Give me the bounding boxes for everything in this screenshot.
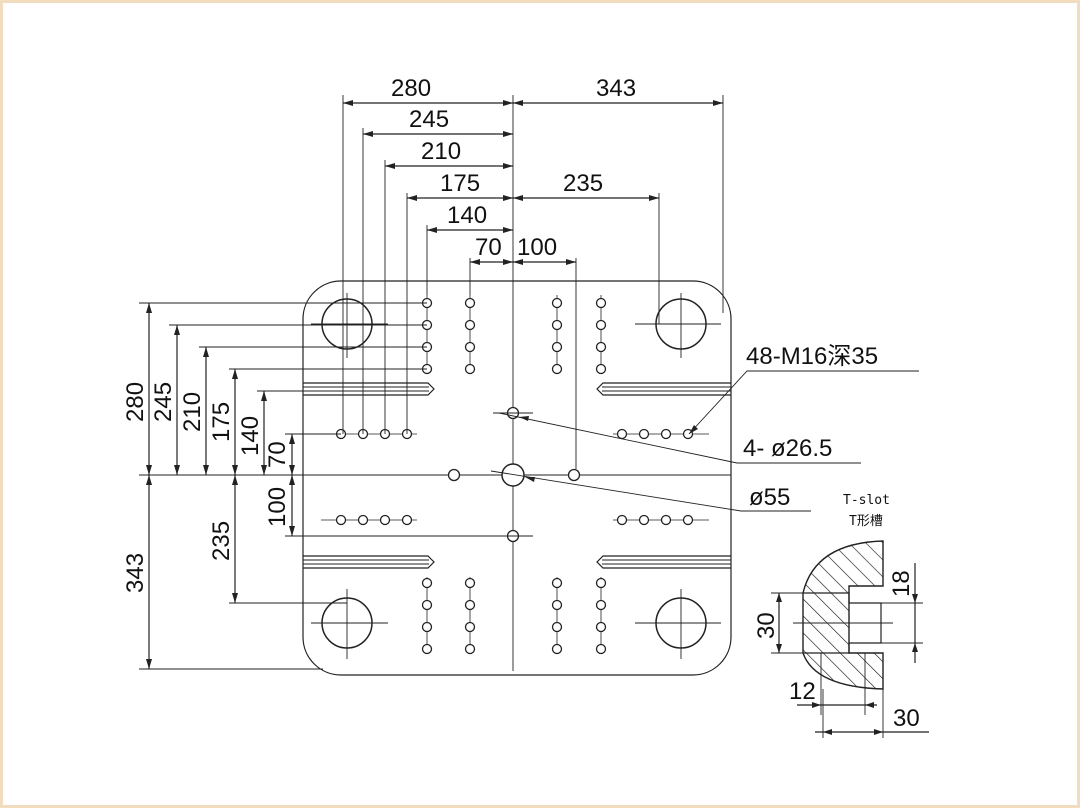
top-dim-100: 100 — [517, 234, 557, 261]
callout-small-holes: 4- ø26.5 — [743, 435, 832, 462]
tslot-title-cn: T形槽 — [849, 514, 883, 529]
tslot-dim-width: 12 — [789, 678, 816, 705]
left-dim-210: 210 — [179, 392, 206, 432]
tslot-title-en: T-slot — [843, 493, 890, 508]
top-dim-140: 140 — [447, 202, 487, 229]
tapped-holes — [321, 295, 709, 655]
left-dim-140: 140 — [237, 416, 264, 456]
top-dim-175: 175 — [440, 170, 480, 197]
left-dim-100: 100 — [264, 487, 291, 527]
small-hole-left — [447, 468, 461, 482]
tslot-dim-bottom: 30 — [893, 705, 920, 732]
left-dim-235: 235 — [208, 521, 235, 561]
small-hole-right — [567, 468, 581, 482]
left-dim-175: 175 — [208, 402, 235, 442]
t-slot-detail: T-slot T形槽 30 — [753, 493, 929, 738]
tslot-dim-neck: 18 — [888, 570, 915, 597]
left-dim-343: 343 — [122, 553, 149, 593]
left-dim-280: 280 — [122, 382, 149, 422]
top-dim-235: 235 — [563, 170, 603, 197]
corner-hole-top-right — [635, 293, 721, 358]
callout-center-hole: ø55 — [749, 484, 790, 511]
callout-tapped-holes: 48-M16深35 — [746, 343, 878, 370]
callouts: 48-M16深35 4- ø26.5 ø55 — [490, 343, 919, 512]
corner-hole-bottom-left — [311, 589, 388, 659]
top-dim-70: 70 — [475, 234, 502, 261]
platen-drawing: 280 343 245 210 175 235 140 70 100 — [122, 75, 929, 738]
top-dim-280: 280 — [391, 75, 431, 102]
platen-outline — [139, 95, 732, 676]
top-dim-210: 210 — [421, 138, 461, 165]
left-dimensions: 280 245 210 175 140 70 343 235 100 — [122, 302, 503, 670]
left-dim-70: 70 — [264, 441, 291, 468]
top-dim-245: 245 — [409, 106, 449, 133]
top-dim-343: 343 — [596, 75, 636, 102]
corner-holes — [311, 293, 721, 659]
corner-hole-bottom-right — [635, 589, 721, 659]
corner-hole-top-left — [311, 293, 388, 358]
center-hole — [501, 463, 525, 487]
tslot-section — [802, 540, 884, 690]
tslot-dim-height: 30 — [753, 612, 780, 639]
left-dim-245: 245 — [150, 382, 177, 422]
t-slots — [303, 382, 731, 569]
top-dimensions: 280 343 245 210 175 235 140 70 100 — [342, 75, 724, 469]
